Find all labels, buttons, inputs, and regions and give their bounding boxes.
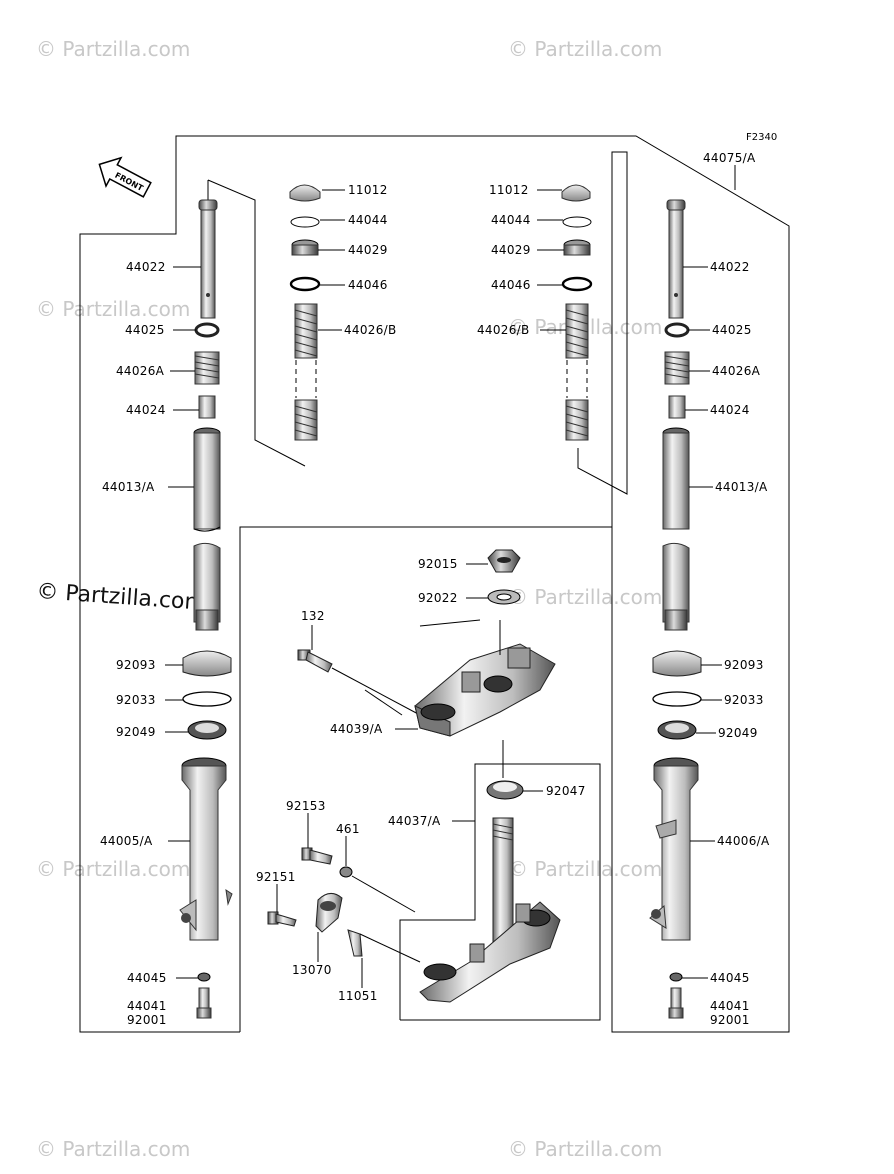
watermark: © Partzilla.com [508, 1137, 662, 1161]
label-44026A: 44026A [712, 364, 761, 378]
label-92033: 92033 [116, 693, 156, 707]
watermark: © Partzilla.com [36, 857, 190, 881]
dust-seal [182, 650, 232, 677]
label-44045: 44045 [710, 971, 750, 985]
bolt-132 [297, 649, 333, 673]
spring-seat [291, 239, 319, 256]
label-92033: 92033 [724, 693, 764, 707]
clip [182, 691, 232, 707]
front-arrow-icon: FRONT [98, 156, 152, 198]
label-44025: 44025 [125, 323, 165, 337]
label-11012: 11012 [348, 183, 388, 197]
watermark: © Partzilla.com [36, 1137, 190, 1161]
left-outer-frame [79, 135, 790, 1033]
label-44026B: 44026/B [344, 323, 397, 337]
inner-tube-top [193, 432, 221, 530]
label-44041: 44041 [710, 999, 750, 1013]
label-44029: 44029 [491, 243, 531, 257]
watermarks: © Partzilla.com © Partzilla.com © Partzi… [36, 37, 663, 1161]
label-461: 461 [336, 822, 360, 836]
label-92093: 92093 [116, 658, 156, 672]
rebound-spring [194, 351, 220, 385]
label-44024: 44024 [710, 403, 750, 417]
left-fork-parts [179, 199, 233, 1019]
label-92015: 92015 [418, 557, 458, 571]
label-44041: 44041 [127, 999, 167, 1013]
label-92001: 92001 [127, 1013, 167, 1027]
fork-spring-left [294, 303, 318, 441]
piston [198, 395, 216, 419]
left-cap-group [289, 184, 321, 441]
label-92093: 92093 [724, 658, 764, 672]
label-44046: 44046 [491, 278, 531, 292]
label-44045: 44045 [127, 971, 167, 985]
center-frame [239, 526, 612, 1032]
lower-bracket-frame [400, 763, 601, 1021]
watermark: © Partzilla.com [36, 37, 190, 61]
label-92001: 92001 [710, 1013, 750, 1027]
label-44044: 44044 [348, 213, 388, 227]
label-44022: 44022 [126, 260, 166, 274]
label-132: 132 [301, 609, 325, 623]
right-cap-group [561, 184, 593, 441]
center-parts [267, 549, 561, 1003]
label-44037A: 44037/A [388, 814, 441, 828]
label-44026A: 44026A [116, 364, 165, 378]
label-11051: 11051 [338, 989, 378, 1003]
label-92153: 92153 [286, 799, 326, 813]
damper-rod [200, 209, 216, 319]
hose-clamp [315, 893, 343, 933]
steering-stem-lower-bracket [419, 817, 561, 1003]
label-44013A: 44013/A [715, 480, 768, 494]
diagram-code: F2340 [746, 132, 777, 143]
leader-lines [165, 189, 722, 988]
label-44046: 44046 [348, 278, 388, 292]
label-44075A: 44075/A [703, 151, 756, 165]
upper-bracket [414, 643, 556, 737]
label-44025: 44025 [712, 323, 752, 337]
frame-lines [79, 135, 790, 1033]
label-92049: 92049 [718, 726, 758, 740]
part-labels: 44075/A 11012 44044 44029 44046 44026/B … [100, 151, 770, 1027]
label-92022: 92022 [418, 591, 458, 605]
label-44029: 44029 [348, 243, 388, 257]
outer-tube-left [179, 757, 233, 941]
label-92049: 92049 [116, 725, 156, 739]
label-92047: 92047 [546, 784, 586, 798]
label-44044: 44044 [491, 213, 531, 227]
label-44005A: 44005/A [100, 834, 153, 848]
label-44013A: 44013/A [102, 480, 155, 494]
watermark: © Partzilla.com [36, 297, 190, 321]
watermark: © Partzilla.com [508, 37, 662, 61]
label-44039A: 44039/A [330, 722, 383, 736]
label-44026B: 44026/B [477, 323, 530, 337]
label-92151: 92151 [256, 870, 296, 884]
left-inner-frame [207, 179, 306, 467]
label-13070: 13070 [292, 963, 332, 977]
fork-spring-right [565, 303, 589, 441]
fork-cap [289, 184, 321, 202]
label-44024: 44024 [126, 403, 166, 417]
label-44006A: 44006/A [717, 834, 770, 848]
watermark: © Partzilla.com [508, 857, 662, 881]
ring [194, 322, 220, 338]
right-fork-parts [649, 199, 702, 1019]
watermark-main: © Partzilla.com [36, 579, 207, 616]
inner-tube-bottom [193, 542, 221, 623]
watermark: © Partzilla.com [508, 585, 662, 609]
label-44022: 44022 [710, 260, 750, 274]
label-11012: 11012 [489, 183, 529, 197]
